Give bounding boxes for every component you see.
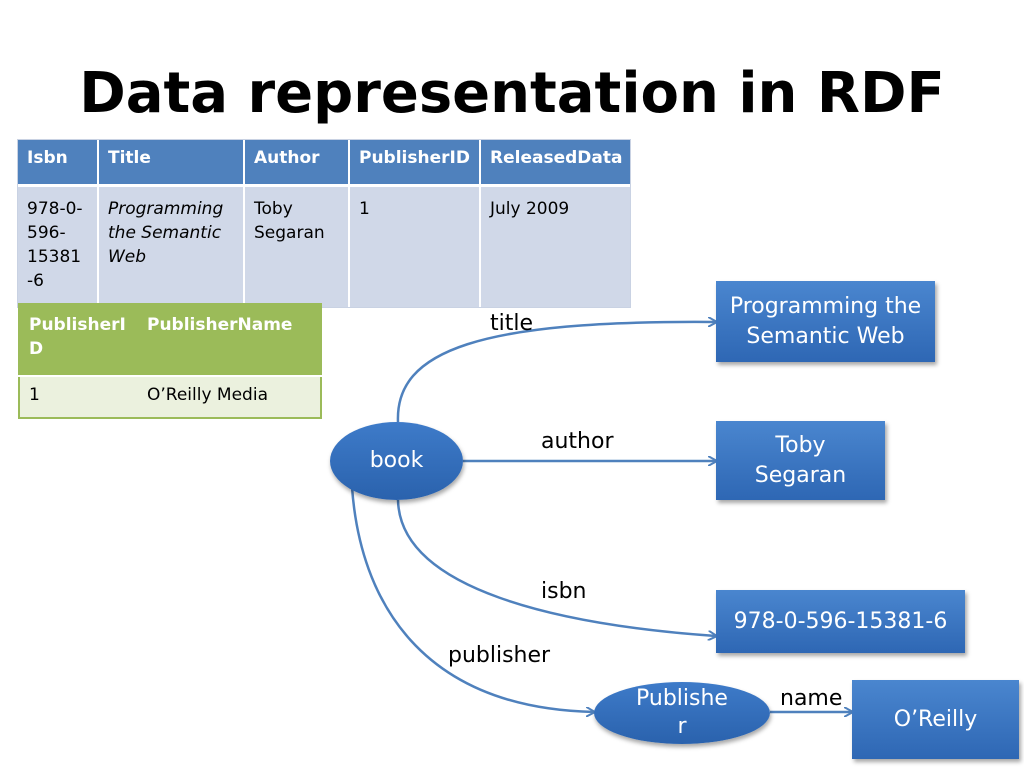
node-line: Segaran <box>754 462 847 488</box>
edge-label-publisher: publisher <box>448 643 551 668</box>
cell-line: the Semantic <box>108 223 222 243</box>
header-line: D <box>29 339 44 359</box>
header-isbn: Isbn <box>18 140 99 186</box>
node-label: Publishe r <box>636 685 728 741</box>
node-line: Semantic Web <box>746 323 905 349</box>
cell-line: Toby <box>254 199 293 219</box>
books-table: Isbn Title Author PublisherID ReleasedDa… <box>18 140 631 307</box>
header-title: Title <box>98 140 245 186</box>
node-line: Toby <box>775 432 826 458</box>
cell-line: Segaran <box>254 223 325 243</box>
node-label: 978-0-596-15381-6 <box>733 608 948 634</box>
edge-label-isbn: isbn <box>541 579 586 604</box>
cell-line: Web <box>108 247 147 267</box>
header-line: PublisherI <box>29 315 126 335</box>
table-row: 978-0- 596- 15381 -6 Programming the Sem… <box>18 184 631 307</box>
node-isbn-value: 978-0-596-15381-6 <box>716 590 965 653</box>
cell-released: July 2009 <box>480 184 631 307</box>
cell-title: Programming the Semantic Web <box>98 184 245 307</box>
node-book: book <box>330 422 463 500</box>
cell-line: 596- <box>27 223 66 243</box>
edge-label-title: title <box>490 311 533 336</box>
node-publisher-name: O’Reilly <box>852 680 1019 759</box>
edge-label-author: author <box>541 429 614 454</box>
cell-publisherid: 1 <box>349 184 481 307</box>
header-publishername: PublisherName <box>138 304 321 376</box>
cell-line: 15381 <box>27 247 82 267</box>
node-line: r <box>677 714 687 739</box>
books-table-header-row: Isbn Title Author PublisherID ReleasedDa… <box>18 140 631 186</box>
node-label: Toby Segaran <box>755 431 846 491</box>
node-title-value: Programming the Semantic Web <box>716 281 935 362</box>
node-label: O’Reilly <box>893 706 978 732</box>
node-publisher: Publishe r <box>594 682 770 744</box>
publisher-table: PublisherI D PublisherName 1 O’Reilly Me… <box>18 303 322 419</box>
node-label: Programming the Semantic Web <box>730 292 921 352</box>
node-line: Publishe <box>636 686 728 711</box>
header-publisherid: PublisherID <box>349 140 481 186</box>
edge-label-name: name <box>780 686 842 711</box>
edge-publisher <box>350 486 594 712</box>
header-author: Author <box>244 140 350 186</box>
header-publisherid: PublisherI D <box>19 304 138 376</box>
header-releaseddata: ReleasedData <box>480 140 631 186</box>
cell-line: Programming <box>108 199 224 219</box>
cell-line: 978-0- <box>27 199 83 219</box>
cell-line: -6 <box>27 271 44 291</box>
table-row: 1 O’Reilly Media <box>19 375 321 418</box>
cell-author: Toby Segaran <box>244 184 350 307</box>
node-line: Programming the <box>729 293 922 319</box>
node-label: book <box>369 448 424 473</box>
node-author-value: Toby Segaran <box>716 421 885 500</box>
edge-title <box>396 322 716 423</box>
slide-title: Data representation in RDF <box>79 61 945 126</box>
cell-isbn: 978-0- 596- 15381 -6 <box>18 184 99 307</box>
cell-publisher-name: O’Reilly Media <box>138 375 321 418</box>
publisher-table-header-row: PublisherI D PublisherName <box>19 304 321 376</box>
cell-publisher-id: 1 <box>19 375 138 418</box>
edge-isbn <box>396 499 716 636</box>
